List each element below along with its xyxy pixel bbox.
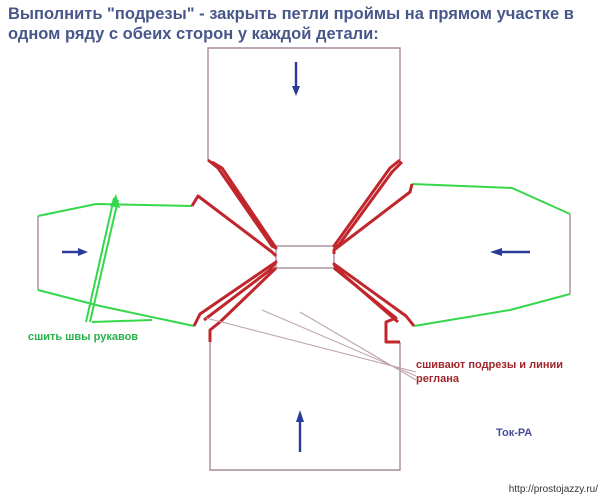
source-url: http://prostojazzy.ru/	[508, 484, 598, 495]
back-arrow-head-down-icon	[292, 86, 300, 96]
back-piece	[207, 47, 401, 160]
raglan-right-bottom	[332, 262, 416, 327]
neck-rectangle	[275, 245, 335, 269]
green-pointer-2	[89, 199, 119, 323]
signature: Ток-РА	[496, 427, 533, 439]
green-arrowhead-icon	[110, 194, 120, 208]
right-arrow-head-left-icon	[490, 248, 502, 256]
left-arrow-head-right-icon	[78, 248, 88, 256]
front-piece	[209, 342, 401, 471]
right-sleeve	[411, 183, 571, 327]
raglan-right-top	[332, 183, 414, 254]
title: Выполнить "подрезы" - закрыть петли прой…	[8, 5, 574, 43]
raglan-pointers	[205, 309, 417, 381]
sew-sleeves-label: сшить швы рукавов	[28, 331, 139, 343]
front-arrow-head-up-icon	[296, 410, 304, 422]
green-pointer-3	[91, 319, 153, 323]
left-sleeve-outline	[37, 202, 193, 217]
left-sleeve	[37, 202, 195, 327]
raglan-note-label: сшивают подрезы и линии реглана	[416, 359, 564, 385]
sew-sleeves-pointers	[85, 194, 153, 323]
left-sleeve-bottom	[37, 289, 195, 327]
front-piece-outline	[209, 342, 401, 471]
pointer-to-right-seam	[299, 311, 417, 381]
right-sleeve-outline	[411, 183, 571, 215]
raglan-bottom-right	[333, 266, 400, 344]
raglan-left-top	[190, 194, 278, 258]
back-piece-outline	[207, 47, 401, 160]
raglan-top-right	[332, 158, 404, 248]
raglan-seams	[190, 158, 416, 344]
green-pointer-1	[85, 197, 115, 323]
raglan-bottom-left	[208, 266, 278, 342]
raglan-top-left	[207, 158, 278, 250]
right-sleeve-bottom	[413, 293, 571, 327]
raglan-left-bottom	[192, 260, 278, 327]
pointer-to-left-seam	[205, 317, 417, 373]
